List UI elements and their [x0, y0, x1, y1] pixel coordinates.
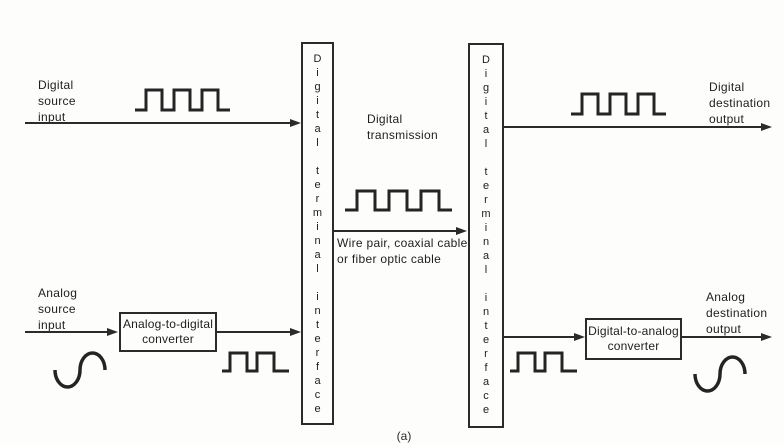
- arrowhead-icon: [761, 123, 772, 131]
- square-wave-icon: [509, 351, 579, 378]
- digital-destination-output-label: Digital destination output: [709, 80, 771, 126]
- arrowhead-icon: [574, 333, 585, 341]
- arrowhead-icon: [107, 328, 118, 336]
- dac-output-arrow: [682, 336, 761, 338]
- analog-source-input-label: Analog source input: [38, 286, 78, 332]
- digital-terminal-interface-right: D i g i t a l t e r m i n a l i n t e r …: [468, 43, 504, 428]
- square-wave-icon: [221, 351, 291, 378]
- arrowhead-icon: [290, 119, 301, 127]
- sine-wave-icon: [52, 350, 108, 395]
- transmission-arrow: [334, 230, 456, 232]
- caption-a: (a): [396, 429, 412, 443]
- sine-wave-icon: [692, 354, 748, 399]
- transmission-medium-label: Wire pair, coaxial cable or fiber optic …: [337, 236, 468, 266]
- adc-output-arrow: [217, 331, 290, 333]
- digital-terminal-interface-left: D i g i t a l t e r m i n a l i n t e r …: [301, 42, 334, 425]
- analog-input-arrow: [25, 331, 107, 333]
- square-wave-icon: [134, 87, 234, 118]
- digital-input-arrow: [25, 122, 293, 124]
- dac-box: Digital-to-analog converter: [585, 318, 682, 360]
- square-wave-icon: [344, 189, 456, 218]
- adc-box: Analog-to-digital converter: [119, 312, 217, 352]
- digital-source-input-label: Digital source input: [38, 78, 76, 124]
- arrowhead-icon: [290, 328, 301, 336]
- digital-transmission-label: Digital transmission: [367, 112, 438, 142]
- dac-input-arrow: [504, 336, 574, 338]
- digital-output-arrow: [504, 126, 761, 128]
- analog-destination-output-label: Analog destination output: [706, 290, 768, 336]
- square-wave-icon: [570, 91, 670, 122]
- arrowhead-icon: [456, 227, 467, 235]
- arrowhead-icon: [761, 333, 772, 341]
